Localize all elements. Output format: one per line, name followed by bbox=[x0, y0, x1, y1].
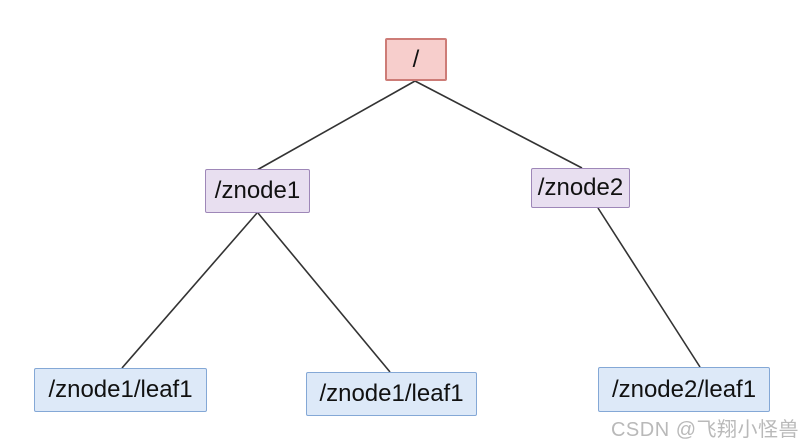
tree-node-znode1: /znode1 bbox=[205, 169, 310, 213]
tree-node-znode2-leaf1-label: /znode2/leaf1 bbox=[611, 375, 757, 403]
tree-node-znode1-leaf1-right: /znode1/leaf1 bbox=[306, 372, 477, 416]
tree-node-znode1-leaf1-left-label: /znode1/leaf1 bbox=[48, 376, 193, 403]
edge-root-znode1 bbox=[256, 80, 416, 171]
tree-node-znode2-label: /znode2 bbox=[537, 174, 624, 201]
tree-node-root: / bbox=[385, 38, 447, 81]
tree-node-znode2: /znode2 bbox=[531, 168, 630, 208]
edge-root-znode2 bbox=[414, 80, 583, 169]
edge-znode1-leaf1 bbox=[121, 212, 258, 369]
csdn-watermark: CSDN @飞翔小怪兽 bbox=[610, 419, 799, 441]
tree-node-root-label: / bbox=[412, 45, 420, 73]
edge-znode1-leaf2 bbox=[257, 212, 391, 373]
tree-node-znode1-leaf1-right-label: /znode1/leaf1 bbox=[319, 380, 464, 407]
tree-node-znode2-leaf1: /znode2/leaf1 bbox=[598, 367, 770, 412]
tree-node-znode1-label: /znode1 bbox=[214, 177, 301, 204]
tree-node-znode1-leaf1-left: /znode1/leaf1 bbox=[34, 368, 207, 412]
edge-znode2-leaf1 bbox=[597, 207, 701, 368]
